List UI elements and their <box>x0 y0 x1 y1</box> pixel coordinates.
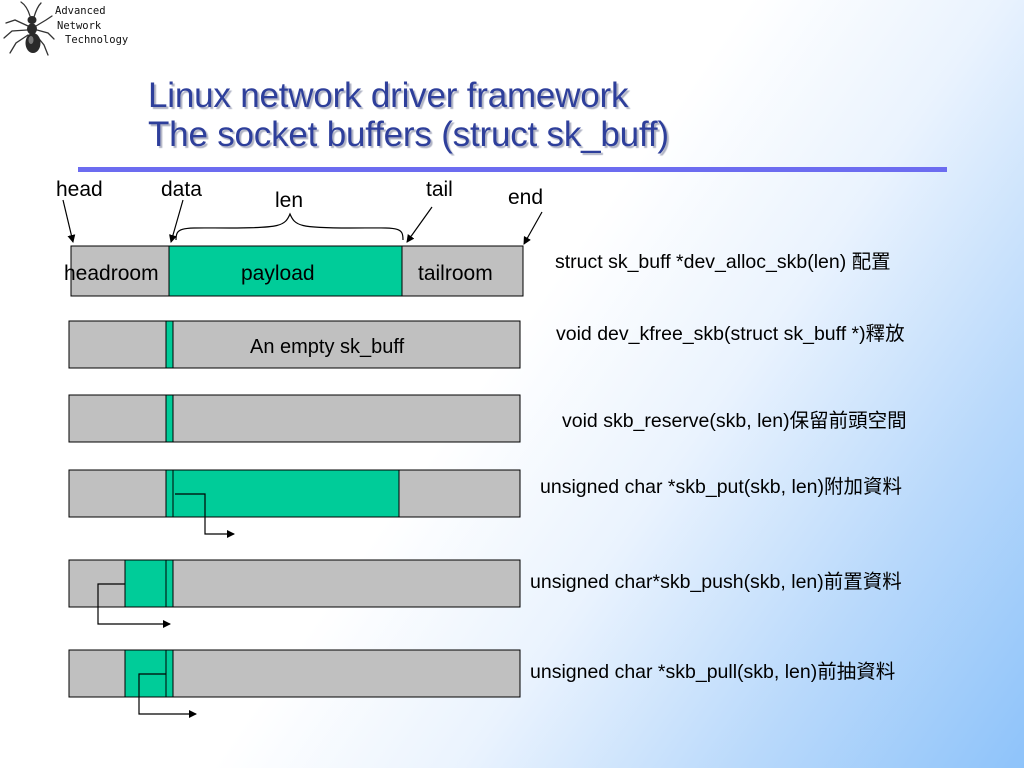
end-label: end <box>508 186 544 209</box>
put-arrow <box>175 493 235 538</box>
tail-pointer-arrow <box>406 206 433 243</box>
buffer-row-put <box>68 469 521 538</box>
buffer-row-pull <box>68 649 521 718</box>
title-line-1: Linux network driver framework <box>148 76 629 115</box>
data-label: data <box>161 178 202 201</box>
page-title: Linux network driver framework The socke… <box>148 76 669 154</box>
headroom-region <box>70 245 170 297</box>
empty-marker <box>165 320 174 369</box>
end-pointer-arrow <box>523 211 543 245</box>
fn-dev-alloc-skb: struct sk_buff *dev_alloc_skb(len) 配置 <box>555 251 891 273</box>
len-label: len <box>275 189 304 212</box>
empty-skbuff-label: An empty sk_buff <box>250 336 405 358</box>
buffer-row-empty <box>68 320 521 369</box>
ant-icon <box>3 1 55 56</box>
pull-arrow <box>138 673 197 718</box>
logo-text: Advanced Network Technology <box>55 4 128 48</box>
buffer-row-reserve <box>68 394 521 443</box>
logo-line-advanced: Advanced <box>55 5 106 17</box>
tailroom-label: tailroom <box>418 262 493 285</box>
fn-dev-kfree-skb: void dev_kfree_skb(struct sk_buff *)釋放 <box>556 323 905 345</box>
buffer-row-push <box>68 559 521 628</box>
fn-skb-pull: unsigned char *skb_pull(skb, len)前抽資料 <box>530 661 896 683</box>
logo-line-network: Network <box>57 19 102 32</box>
tail-label: tail <box>426 178 453 201</box>
headroom-label: headroom <box>64 262 159 285</box>
logo: Advanced Network Technology <box>0 0 140 62</box>
title-line-2: The socket buffers (struct sk_buff) <box>148 115 669 154</box>
logo-line-technology: Technology <box>65 34 129 46</box>
buffer-row-full <box>70 245 524 297</box>
fn-skb-reserve: void skb_reserve(skb, len)保留前頭空間 <box>562 410 907 432</box>
fn-skb-put: unsigned char *skb_put(skb, len)附加資料 <box>540 476 902 498</box>
title-underline <box>78 167 947 172</box>
payload-label: payload <box>241 262 315 285</box>
push-arrow <box>97 583 171 628</box>
data-pointer-arrow <box>169 199 184 243</box>
tailroom-region <box>401 245 524 297</box>
fn-skb-push: unsigned char*skb_push(skb, len)前置資料 <box>530 571 902 593</box>
head-pointer-arrow <box>62 199 76 243</box>
head-label: head <box>56 178 103 201</box>
len-brace <box>175 212 404 241</box>
payload-region <box>168 245 403 297</box>
